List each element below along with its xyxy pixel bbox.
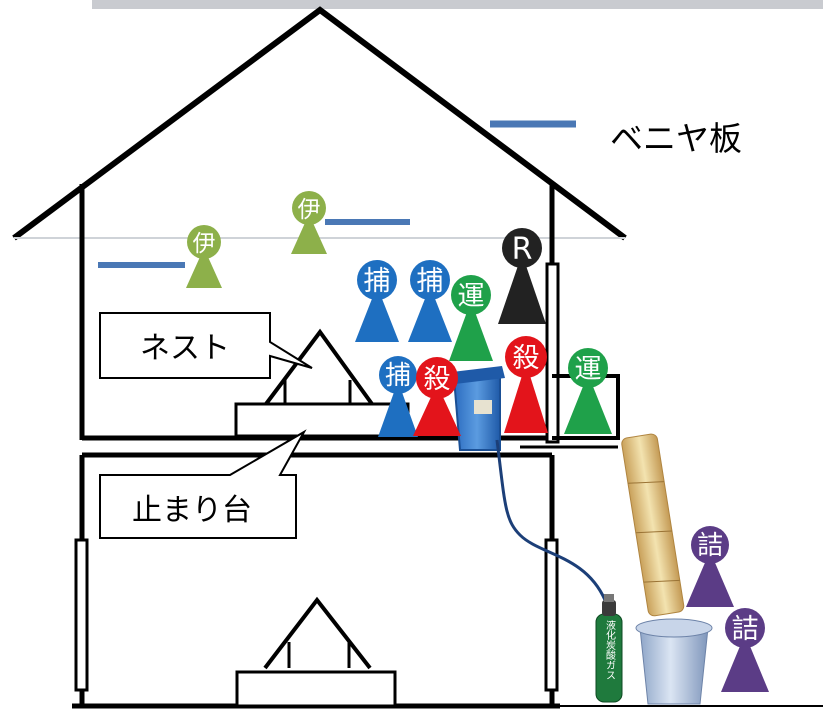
gas-hose <box>495 439 607 601</box>
svg-text:殺: 殺 <box>424 364 451 395</box>
callout-nest-label: ネスト <box>140 331 230 366</box>
collection-box <box>452 366 505 451</box>
windows <box>74 262 560 692</box>
figure-r-1: R <box>498 228 546 324</box>
svg-text:伊: 伊 <box>193 231 216 257</box>
svg-text:殺: 殺 <box>513 343 540 374</box>
figure-tsume-1: 詰 <box>686 526 734 607</box>
svg-text:R: R <box>512 232 533 267</box>
callout-perch-label: 止まり台 <box>132 493 252 528</box>
figure-ho-1: 捕 <box>355 260 399 342</box>
figure-un-1: 運 <box>449 275 493 361</box>
svg-text:運: 運 <box>575 354 602 385</box>
svg-text:詰: 詰 <box>697 531 723 561</box>
figure-ho-3: 捕 <box>378 356 418 437</box>
figure-satsu-2: 殺 <box>504 336 548 433</box>
gas-cylinder <box>595 594 623 703</box>
svg-text:伊: 伊 <box>298 197 321 223</box>
bucket <box>635 618 713 705</box>
roof <box>12 6 627 241</box>
nest-upper <box>234 328 410 438</box>
figure-ken-2: 伊 <box>291 191 327 254</box>
svg-text:運: 運 <box>458 281 485 312</box>
figure-satsu-1: 殺 <box>413 357 461 436</box>
gas-cylinder-label: 液化炭酸ガス <box>604 619 616 680</box>
top-photo-strip <box>92 0 823 9</box>
veneer-boards <box>98 219 410 268</box>
figure-ken-1: 伊 <box>186 225 222 288</box>
svg-text:詰: 詰 <box>732 614 759 645</box>
svg-text:捕: 捕 <box>385 361 411 391</box>
figure-tsume-2: 詰 <box>721 608 769 692</box>
cardboard-tube <box>621 433 685 617</box>
svg-text:捕: 捕 <box>417 266 444 297</box>
figure-un-2: 運 <box>564 348 612 434</box>
callout-nest: ネスト <box>99 312 313 379</box>
svg-text:捕: 捕 <box>364 266 391 297</box>
legend-label: ベニヤ板 <box>610 119 742 158</box>
figure-ho-2: 捕 <box>408 260 452 342</box>
callout-perch: 止まり台 <box>99 429 307 539</box>
nest-lower <box>235 596 397 708</box>
